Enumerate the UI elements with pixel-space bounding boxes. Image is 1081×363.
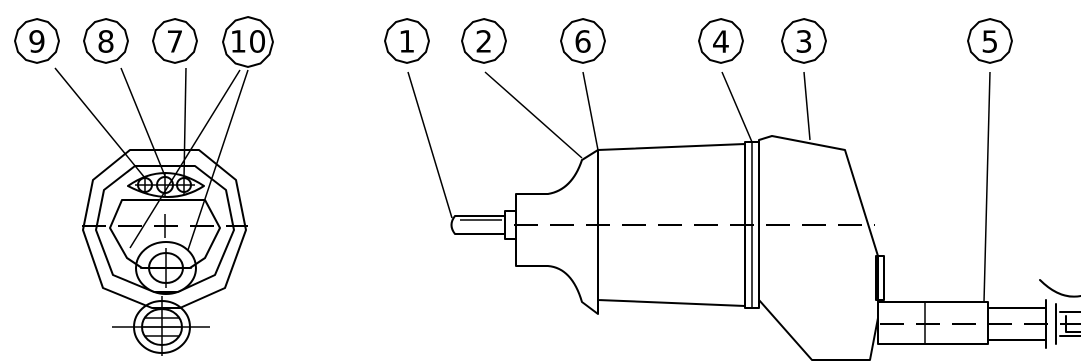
balloon-10-label: 10 <box>229 26 267 61</box>
leader-8 <box>120 67 166 177</box>
leader-2 <box>484 71 583 159</box>
balloon-8-label: 8 <box>96 26 115 61</box>
rod-end-curve <box>1039 279 1081 298</box>
balloon-2: 2 <box>460 17 508 65</box>
end-view <box>54 67 249 356</box>
balloon-8: 8 <box>82 17 130 65</box>
nose-housing <box>515 149 599 315</box>
balloon-2-label: 2 <box>474 26 493 61</box>
balloon-7-label: 7 <box>165 26 184 61</box>
balloon-9-label: 9 <box>27 26 46 61</box>
leader-6 <box>582 71 599 151</box>
balloon-7: 7 <box>151 17 199 65</box>
balloon-10: 10 <box>221 15 275 69</box>
balloon-6: 6 <box>559 17 607 65</box>
leader-5 <box>983 71 991 303</box>
leader-9 <box>54 67 146 179</box>
balloon-1-label: 1 <box>397 26 416 61</box>
leader-1 <box>407 71 453 219</box>
side-view <box>407 71 1081 361</box>
balloon-4: 4 <box>697 17 745 65</box>
leader-4 <box>721 71 753 143</box>
leader-3 <box>803 71 811 141</box>
leader-10a <box>129 69 241 249</box>
balloon-4-label: 4 <box>711 26 730 61</box>
shaft-tip <box>450 215 506 235</box>
end-view-upper-pocket <box>127 172 205 198</box>
leader-10b <box>187 69 249 251</box>
rear-housing-bump <box>875 255 885 301</box>
end-view-eye-outer <box>135 241 197 295</box>
balloon-5: 5 <box>966 17 1014 65</box>
balloon-1: 1 <box>383 17 431 65</box>
balloon-3-label: 3 <box>794 26 813 61</box>
balloon-9: 9 <box>13 17 61 65</box>
rear-housing <box>758 135 879 361</box>
balloon-5-label: 5 <box>980 26 999 61</box>
balloon-6-label: 6 <box>573 26 592 61</box>
balloon-3: 3 <box>780 17 828 65</box>
